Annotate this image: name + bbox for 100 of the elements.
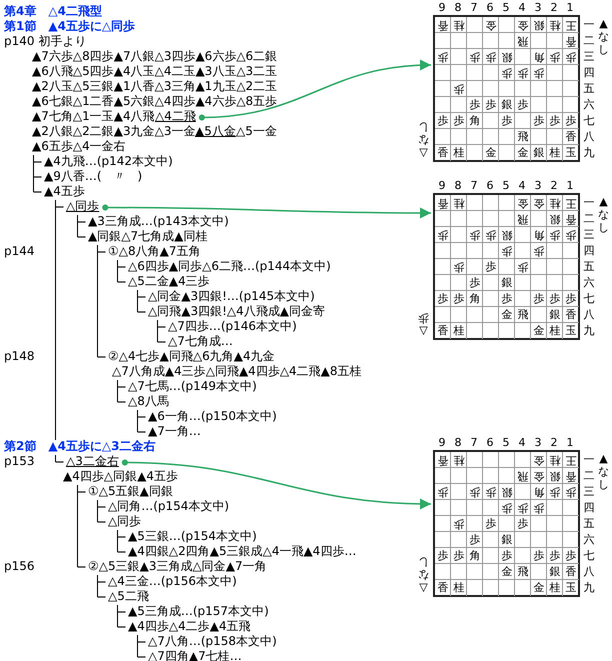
shogi-piece: 歩 (484, 259, 498, 275)
shogi-piece: 香 (564, 307, 578, 323)
shogi-piece: 歩 (436, 485, 450, 500)
shogi-piece: 歩 (484, 485, 498, 500)
row-number: 九 (582, 323, 596, 339)
column-number: 9 (438, 0, 446, 16)
variation-move: ①△5五銀▲同銀 (88, 484, 173, 499)
page-reference: p156 (4, 559, 35, 574)
shogi-piece: 香 (436, 323, 450, 339)
column-number: 8 (454, 0, 462, 16)
shogi-piece: 王 (564, 196, 578, 211)
row-number: 七 (582, 113, 596, 129)
variation-move: △7八角…(p158本文中) (148, 634, 277, 649)
column-number: 5 (502, 0, 510, 16)
move-sequence: ▲2八玉△5三銀▲1八香△3三角▲1九玉△2二玉 (32, 79, 278, 94)
shogi-piece: 歩 (436, 291, 450, 307)
highlighted-move: △3二金右 (66, 454, 119, 469)
variation-move: ▲4四歩△4二歩▲4五飛 (128, 619, 251, 634)
shogi-piece: 歩 (452, 260, 466, 275)
shogi-piece: 金 (484, 145, 498, 161)
shogi-board (433, 15, 580, 162)
shogi-piece: 歩 (500, 244, 514, 259)
variation-move: ▲6一角…(p150本文中) (148, 409, 277, 424)
shogi-piece: 銀 (500, 228, 514, 243)
shogi-piece: 歩 (564, 291, 578, 307)
shogi-board (433, 193, 580, 340)
row-number: 七 (582, 548, 596, 564)
shogi-piece: 銀 (548, 307, 562, 323)
column-number: 4 (518, 0, 526, 16)
shogi-piece: 金 (516, 145, 530, 161)
row-number: 八 (582, 564, 596, 580)
shogi-piece: 桂 (548, 580, 562, 596)
column-number: 7 (470, 435, 478, 451)
column-number: 4 (518, 435, 526, 451)
shogi-piece: 桂 (548, 196, 562, 211)
shogi-piece: 銀 (548, 212, 562, 227)
shogi-piece: 歩 (516, 97, 530, 113)
row-number: 四 (582, 65, 596, 81)
shogi-piece: 歩 (484, 228, 498, 243)
column-number: 5 (502, 178, 510, 194)
underlined-move: ▲5八金 (195, 124, 236, 139)
shogi-piece: 歩 (516, 66, 530, 81)
variation-move: ②△4七歩▲同飛△6九角▲4九金 (108, 349, 275, 364)
column-number: 5 (502, 435, 510, 451)
column-number: 2 (550, 435, 558, 451)
shogi-piece: 金 (532, 453, 546, 468)
move-sequence: ▲4四歩△同銀▲4五歩 (63, 469, 178, 484)
move-sequence: ▲7六歩△8四歩▲7八銀△3四歩▲6六歩△6二銀 (32, 49, 278, 64)
shogi-piece: 桂 (452, 196, 466, 211)
shogi-piece: 歩 (436, 50, 450, 65)
shogi-piece: 銀 (532, 18, 546, 33)
page-reference: p153 (4, 454, 35, 469)
shogi-piece: 桂 (452, 145, 466, 161)
shogi-piece: 歩 (500, 501, 514, 516)
column-number: 6 (486, 178, 494, 194)
shogi-piece: 玉 (564, 580, 578, 596)
section-heading: 第1節 ▲4五歩に△同歩 (4, 19, 136, 34)
shogi-piece: 歩 (548, 485, 562, 500)
shogi-piece: 角 (532, 50, 546, 65)
column-number: 2 (550, 0, 558, 16)
row-number: 三 (582, 49, 596, 65)
shogi-piece: 歩 (500, 548, 514, 564)
shogi-piece: 角 (468, 291, 482, 307)
shogi-piece: 歩 (564, 50, 578, 65)
shogi-piece: 歩 (564, 113, 578, 129)
pieces-in-hand: △歩 (417, 312, 430, 338)
row-number: 五 (582, 259, 596, 275)
column-number: 1 (566, 0, 574, 16)
shogi-piece: 歩 (436, 228, 450, 243)
row-number: 六 (582, 532, 596, 548)
shogi-piece: 桂 (452, 323, 466, 339)
shogi-piece: 歩 (548, 291, 562, 307)
variation-move: ▲同銀△7七角成▲同桂 (88, 229, 208, 244)
shogi-piece: 歩 (452, 291, 466, 307)
column-number: 4 (518, 178, 526, 194)
shogi-piece: 金 (500, 564, 514, 580)
variation-move: △5二飛 (108, 589, 149, 604)
move-sequence: ▲6七銀△1二香▲5六銀△4四歩▲4六歩△8五歩 (32, 94, 278, 109)
move-sequence: ▲6八飛△5四歩▲4八玉△4二玉▲3八玉△3二玉 (32, 64, 278, 79)
pieces-in-hand: ▲なし (597, 195, 610, 234)
variation-move: ▲4五歩 (44, 184, 85, 199)
row-number: 八 (582, 129, 596, 145)
shogi-piece: 桂 (548, 323, 562, 339)
shogi-piece: 歩 (468, 50, 482, 65)
shogi-piece: 金 (532, 469, 546, 484)
shogi-piece: 香 (436, 145, 450, 161)
shogi-piece: 歩 (436, 113, 450, 129)
arrow (122, 459, 432, 510)
move-sequence: ▲7七角△1一玉▲4八飛 (32, 109, 155, 124)
shogi-piece: 飛 (516, 34, 530, 49)
variation-move: ▲7一角… (148, 424, 201, 439)
variation-move: △同金▲3四銀!…(p145本文中) (148, 289, 315, 304)
shogi-piece: 歩 (548, 228, 562, 243)
shogi-piece: 桂 (548, 453, 562, 468)
row-number: 二 (582, 468, 596, 484)
highlighted-move: △同歩 (66, 199, 100, 214)
row-number: 七 (582, 291, 596, 307)
variation-move: ▲3三角成…(p143本文中) (88, 214, 229, 229)
shogi-piece: 桂 (452, 18, 466, 33)
variation-move: △6四歩▲同歩△6二飛…(p144本文中) (128, 259, 331, 274)
